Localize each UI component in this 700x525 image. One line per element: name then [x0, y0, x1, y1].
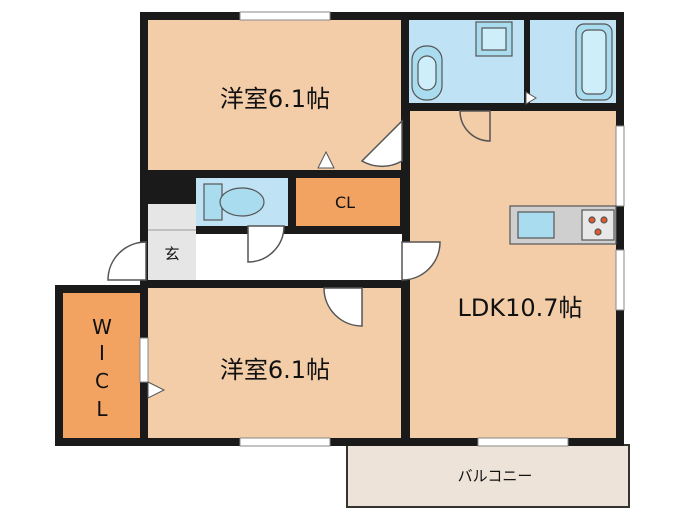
room-label-western-bottom: 洋室6.1帖	[220, 356, 330, 384]
wic-letter-i: I	[99, 341, 105, 365]
wic-letter-w: W	[92, 315, 112, 339]
closet-room	[296, 178, 400, 226]
wic-letter-c: C	[95, 369, 109, 393]
wall-stub	[148, 178, 196, 204]
hallway	[196, 234, 402, 280]
balcony-label: バルコニー	[458, 467, 533, 485]
sink-icon	[517, 211, 555, 239]
wic-letter-l: L	[96, 397, 108, 421]
genkan	[148, 204, 196, 280]
balcony	[346, 444, 630, 508]
room-label-ldk: LDK10.7帖	[457, 294, 582, 322]
windows	[139, 11, 625, 447]
kitchen-counter	[509, 205, 617, 245]
door-swings	[107, 110, 491, 327]
western-room-top	[148, 20, 401, 170]
walk-in-closet	[63, 293, 140, 438]
ldk-room	[410, 111, 616, 438]
room-label-closet: CL	[335, 193, 355, 212]
toilet-icon	[203, 183, 223, 221]
door-markers	[147, 91, 537, 399]
room-label-western-top: 洋室6.1帖	[220, 85, 330, 113]
room-label-entrance: 玄	[164, 245, 179, 263]
fixtures	[203, 21, 613, 221]
